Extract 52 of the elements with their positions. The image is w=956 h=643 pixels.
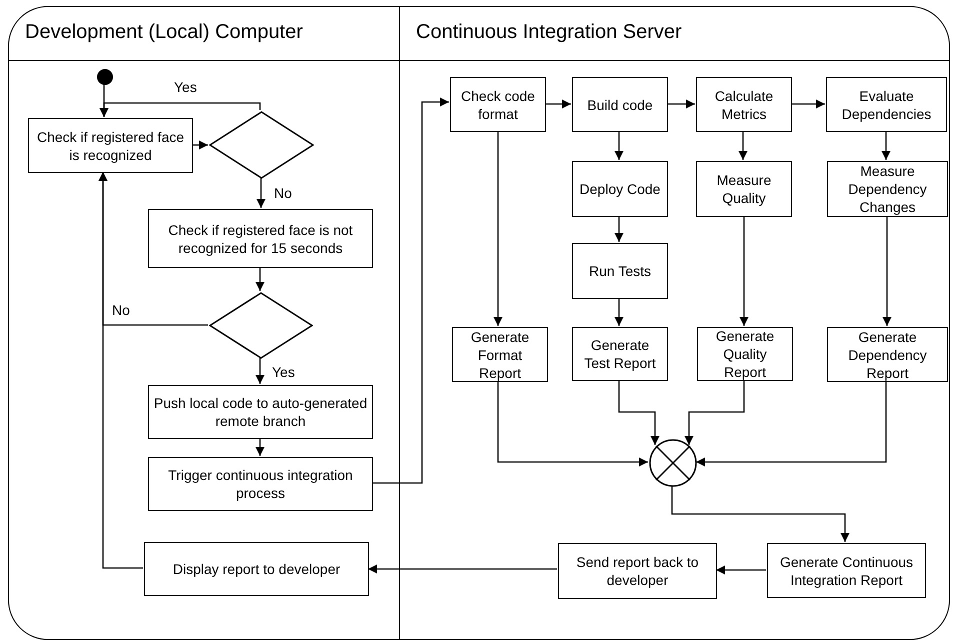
arrow	[740, 216, 748, 326]
arrow	[256, 267, 264, 291]
process-box: Evaluate Dependencies	[826, 77, 947, 132]
arrow	[614, 216, 624, 242]
process-box: Build code	[572, 77, 668, 132]
arrow	[256, 178, 266, 208]
process-box: Calculate Metrics	[696, 77, 792, 132]
arrow	[256, 358, 264, 384]
process-box: Run Tests	[572, 243, 668, 299]
decision-diamond	[209, 111, 314, 179]
arrow	[684, 380, 745, 446]
arrow	[667, 100, 695, 108]
process-box: Check if registered face is not recognized for 15 seconds	[148, 209, 373, 268]
arrow	[671, 486, 850, 542]
arrow	[494, 131, 502, 326]
process-box: Measure Quality	[696, 161, 792, 217]
arrow	[618, 380, 660, 446]
arrow	[882, 216, 892, 326]
swimlane	[8, 6, 400, 640]
arrow	[100, 102, 261, 117]
arrow	[614, 298, 624, 326]
process-box: Generate Test Report	[572, 327, 668, 381]
process-box: Check code format	[450, 77, 546, 132]
arrow	[882, 131, 890, 160]
process-box: Deploy Code	[572, 161, 668, 217]
arrow	[738, 131, 748, 160]
process-box: Display report to developer	[144, 542, 369, 596]
arrow	[192, 140, 208, 150]
decision-diamond	[209, 292, 313, 359]
arrow	[545, 100, 571, 108]
merge-circle	[649, 439, 697, 487]
process-box: Generate Dependency Report	[827, 327, 948, 382]
process-box: Send report back to developer	[558, 543, 717, 599]
arrow	[497, 381, 648, 466]
arrow	[98, 172, 143, 569]
arrow	[614, 131, 624, 160]
arrow	[696, 381, 887, 466]
process-box: Generate Continuous Integration Report	[767, 543, 926, 598]
process-box: Generate Quality Report	[697, 327, 793, 381]
arrow	[256, 438, 264, 456]
arrow	[368, 564, 557, 574]
process-box: Trigger continuous integration process	[148, 457, 373, 511]
process-box: Check if registered face is recognized	[28, 118, 193, 173]
swimlane	[399, 6, 950, 640]
arrow	[372, 98, 449, 484]
arrow	[716, 566, 766, 574]
arrow	[791, 100, 825, 108]
lane-heading: Continuous Integration Server	[416, 20, 682, 45]
lane-heading: Development (Local) Computer	[25, 20, 303, 45]
process-box: Measure Dependency Changes	[827, 161, 948, 217]
process-box: Generate Format Report	[452, 327, 548, 382]
process-box: Push local code to auto-generated remote branch	[148, 385, 373, 439]
